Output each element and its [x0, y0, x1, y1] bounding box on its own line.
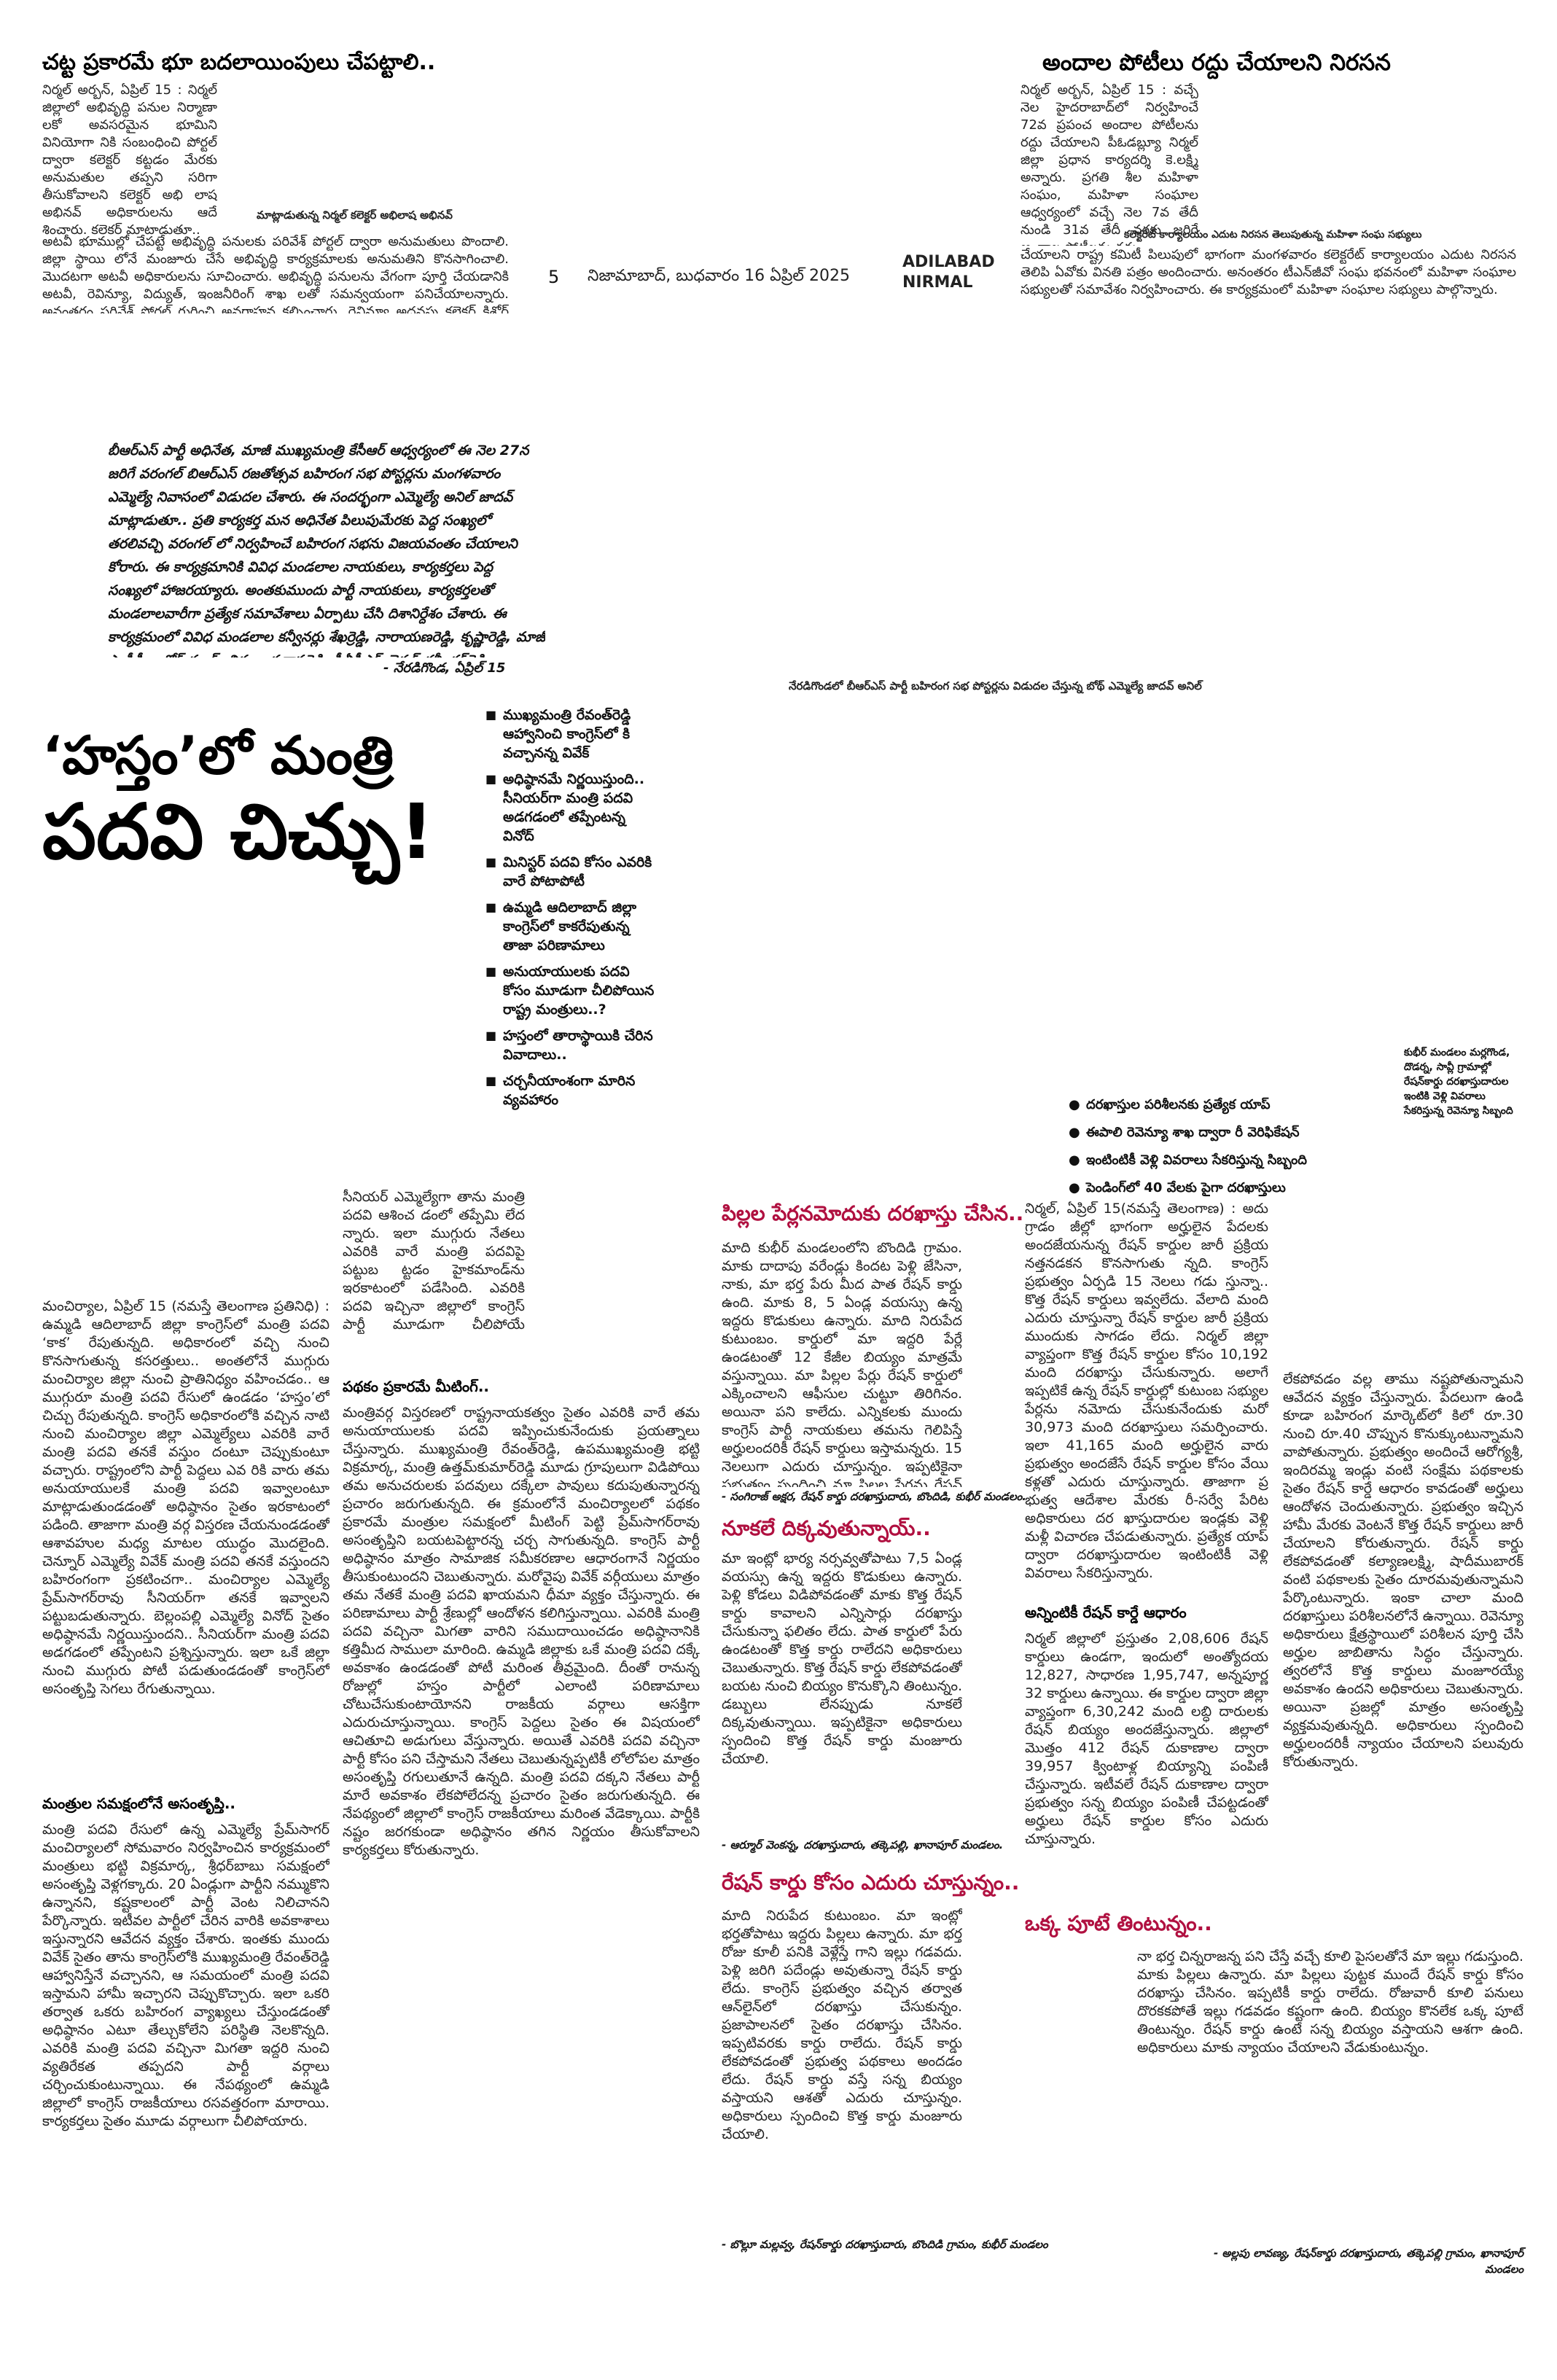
- photo-revenue-staff: [722, 758, 1392, 1086]
- right-highlights: దరఖాస్తుల పరిశీలనకు ప్రత్యేక యాప్ ఈపాలి …: [1069, 1096, 1404, 1207]
- headline-top-left: చట్ట ప్రకారమే భూ బదలాయింపులు చేపట్టాలి..: [42, 50, 436, 75]
- headline-top-right: అందాల పోటీలు రద్దు చేయాలని నిరసన: [1042, 50, 1391, 76]
- brs-story-text: బీఆర్ఎస్ పార్టీ అధినేత, మాజీ ముఖ్యమంత్రి…: [108, 442, 545, 658]
- photo-lavanya: [1025, 1954, 1171, 2092]
- right-story-col2: లేకపోవడం వల్ల తాము నష్టపోతున్నామని ఆవేదన…: [1283, 1371, 1523, 1770]
- edition-line1: ADILABAD: [902, 253, 995, 271]
- right-highlight-item: దరఖాస్తుల పరిశీలనకు ప్రత్యేక యాప్: [1069, 1096, 1404, 1114]
- right-story-col1-b: నిర్మల్ జిల్లాలో ప్రస్తుతం 2,08,606 రేషన…: [1025, 1631, 1268, 1847]
- pillala-byline: - సంగిరాజ్ అక్షర, రేషన్ కార్డు దరఖాస్తుద…: [722, 1490, 1026, 1503]
- caption-top-left: మాట్లాడుతున్న నిర్మల్ కలెక్టర్ అభిలాష అభ…: [257, 208, 453, 222]
- okka-byline: - అల్లపు లావణ్య, రేషన్‌కార్డు దరఖాస్తుదా…: [1213, 2247, 1523, 2276]
- main-headline-line2: పదవి చిచ్చు!: [42, 787, 434, 876]
- main-story-subhead1: మంత్రుల సమక్షంలోనే అసంతృప్తి..: [42, 1795, 236, 1812]
- right-subhead: అన్నింటికీ రేషన్ కార్డే ఆధారం: [1025, 1604, 1187, 1621]
- pillala-body: మాది కుభీర్ మండలంలోని బొందిడి గ్రామం. మా…: [722, 1240, 962, 1487]
- photo-brs-poster: [561, 408, 1531, 671]
- highlight-item: ఉమ్మడి ఆదిలాబాద్ జిల్లా కాంగ్రెస్‌లో కాక…: [485, 898, 660, 955]
- right-story-col1-a: నిర్మల్, ఏప్రిల్ 15(నమస్తే తెలంగాణ) : అద…: [1025, 1201, 1268, 1581]
- photo-mallavva: [850, 1910, 981, 2056]
- highlight-item: అధిష్ఠానమే నిర్ణయిస్తుంది.. సీనియర్‌గా మ…: [485, 770, 660, 846]
- photo-venkanna: [850, 1553, 981, 1698]
- photo-caption-right: కుభీర్ మండలం మర్లగొండ, దొడర్న, సావ్లీ గ్…: [1404, 1047, 1513, 1117]
- brs-dateline: - నేరడిగొండ, ఏప్రిల్ 15: [383, 660, 506, 676]
- right-highlight-item: ఇంటింటికీ వెళ్లి వివరాలు సేకరిస్తున్న సి…: [1069, 1152, 1404, 1169]
- photo-akshara: [850, 1242, 981, 1388]
- story-top-left-narrow: నిర్మల్ అర్బన్, ఏప్రిల్ 15 : నిర్మల్ జిల…: [42, 82, 217, 235]
- main-story-subhead2: పథకం ప్రకారమే మీటింగ్..: [343, 1378, 490, 1395]
- main-story-col1-b: మంత్రి పదవి రేసులో ఉన్న ఎమ్మెల్యే ప్రేమ్…: [42, 1822, 329, 2129]
- right-highlight-item: ఈపాలి రెవెన్యూ శాఖ ద్వారా రీ వెరిఫికేషన్: [1069, 1124, 1404, 1142]
- photo-leaders: [42, 926, 465, 1276]
- headline-pillala: పిల్లల పేర్లనమోదుకు దరఖాస్తు చేసిన..: [722, 1201, 1024, 1225]
- photo-protest: [1210, 82, 1509, 227]
- edition-label: ADILABAD NIRMAL: [902, 252, 995, 293]
- headline-okka: ఒక్క పూటే తింటున్నం..: [1025, 1911, 1212, 1935]
- edition-line2: NIRMAL: [902, 273, 973, 292]
- main-story-col1-a: మంచిర్యాల, ఏప్రిల్ 15 (నమస్తే తెలంగాణ ప్…: [42, 1298, 329, 1697]
- main-story-col2-b: మంత్రివర్గ విస్తరణలో రాష్ట్రనాయకత్వం సైత…: [343, 1405, 700, 1858]
- main-story-col2-a: సీనియర్ ఎమ్మెల్యేగా తాను మంత్రి పదవి ఆశి…: [343, 1189, 525, 1333]
- highlight-item: మినిస్టర్ పదవి కోసం ఎవరికి వారే పోటాపోటీ: [485, 853, 660, 891]
- highlight-item: చర్చనీయాంశంగా మారిన వ్యవహారం: [485, 1072, 660, 1109]
- highlight-item: అనుయాయులకు పదవి కోసం మూడుగా చీలిపోయిన రా…: [485, 962, 660, 1019]
- story-top-left-wide: అటవీ భూముల్లో చేపట్టే అభివృద్ధి పనులకు ప…: [42, 234, 509, 313]
- story-top-right-wide: చేయాలని రాష్ట్ర కమిటీ పిలుపులో భాగంగా మం…: [1021, 247, 1516, 297]
- main-highlights: ముఖ్యమంత్రి రేవంత్‌రెడ్డి ఆహ్వానించి కాం…: [485, 706, 660, 1117]
- highlight-item: ముఖ్యమంత్రి రేవంత్‌రెడ్డి ఆహ్వానించి కాం…: [485, 706, 660, 762]
- okka-body: నా భర్త చిన్నరాజన్న పని చేస్తే వచ్చే కూల…: [1137, 1948, 1523, 2056]
- photo-collector: [227, 82, 475, 206]
- right-highlight-item: పెండింగ్‌లో 40 వేలకు పైగా దరఖాస్తులు: [1069, 1179, 1404, 1197]
- story-top-right-narrow: నిర్మల్ అర్బన్, ఏప్రిల్ 15 : వచ్చే నెల హ…: [1021, 82, 1198, 246]
- caption-top-right: కలెక్టరేట్ కార్యాలయం ఎదుట నిరసన తెలుపుతు…: [1124, 229, 1422, 241]
- page-number: 5: [548, 267, 560, 287]
- date-line: నిజామాబాద్, బుధవారం 16 ఏప్రిల్ 2025: [588, 267, 850, 285]
- main-headline-line1: ‘హస్తం’లో మంత్రి: [42, 725, 394, 786]
- headline-nookalu: నూకలే దిక్కవుతున్నాయ్..: [722, 1516, 931, 1540]
- main-headline: ‘హస్తం’లో మంత్రి పదవి చిచ్చు!: [42, 722, 480, 875]
- highlight-item: హస్తంలో తారాస్థాయికి చేరిన వివాదాలు..: [485, 1026, 660, 1064]
- ration-byline: - బొల్లూ మల్లవ్వ, రేషన్‌కార్డు దరఖాస్తుద…: [722, 2238, 1048, 2251]
- nookalu-body: మా ఇంట్లో భార్య నర్సవ్వతోపాటు 7,5 ఏండ్ల …: [722, 1550, 962, 1767]
- ration-body: మాది నిరుపేద కుటుంబం. మా ఇంట్లో భర్తతోపా…: [722, 1908, 962, 2142]
- headline-ration: రేషన్ కార్డు కోసం ఎదురు చూస్తున్నం..: [722, 1870, 1020, 1895]
- nookalu-byline: - ఆర్మూర్ వెంకన్న, దరఖాస్తుదారు, తక్కెపల…: [722, 1838, 1004, 1852]
- caption-brs: నేరడిగొండలో బీఆర్ఎస్ పార్టీ బహిరంగ సభ పో…: [789, 679, 1202, 692]
